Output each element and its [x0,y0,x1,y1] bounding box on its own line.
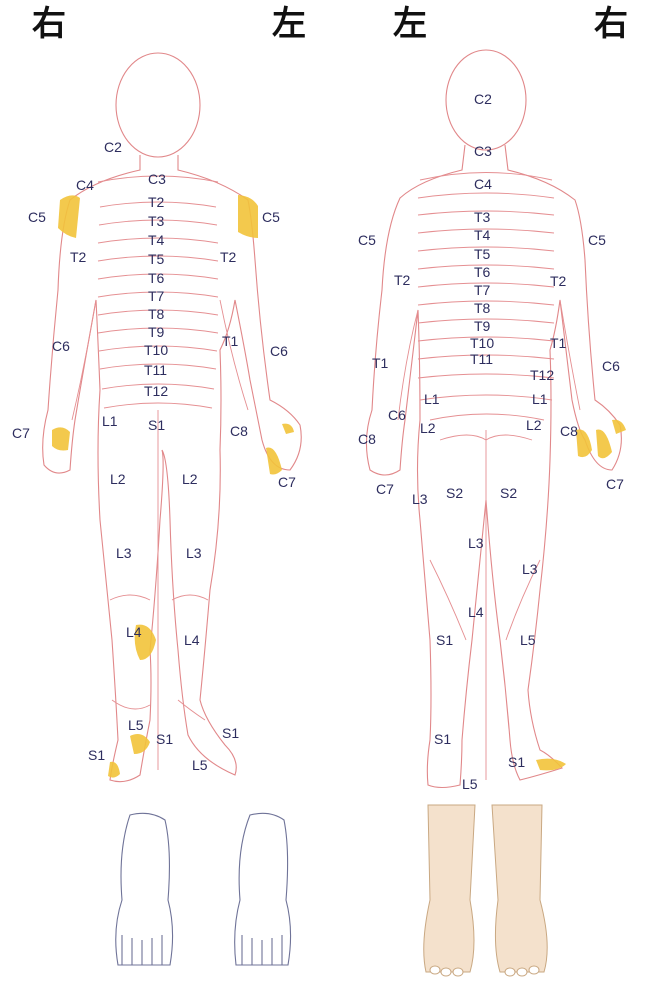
back-c8-left-highlight [596,429,612,458]
front-label-c3: C3 [148,171,166,187]
back-label-l5: L5 [462,776,478,792]
front-label-t11: T11 [144,362,167,378]
back-label-t6: T6 [474,264,491,280]
front-label-l4: L4 [126,624,142,640]
front-label-l4: L4 [184,632,200,648]
back-label-t1: T1 [550,335,567,351]
front-label-l3: L3 [116,545,132,561]
front-label-l1: L1 [102,413,118,429]
back-label-c6: C6 [602,358,620,374]
back-label-t9: T9 [474,318,491,334]
back-c7-left-highlight [576,429,592,457]
front-label-t2: T2 [220,249,237,265]
back-label-s2: S2 [446,485,463,501]
back-label-c7: C7 [606,476,624,492]
back-label-l3: L3 [522,561,538,577]
back-label-l1: L1 [532,391,548,407]
front-label-s1: S1 [222,725,239,741]
back-label-s1: S1 [436,632,453,648]
front-label-t9: T9 [148,324,165,340]
front-right-foot [116,813,173,965]
front-label-t1: T1 [222,333,239,349]
front-label-t5: T5 [148,251,165,267]
back-label-c8: C8 [560,423,578,439]
back-label-t7: T7 [474,282,491,298]
front-label-l2: L2 [110,471,126,487]
back-label-c4: C4 [474,176,492,192]
front-label-t12: T12 [144,383,168,399]
back-label-c6: C6 [388,407,406,423]
front-body [43,53,302,782]
back-label-s2: S2 [500,485,517,501]
front-label-l5: L5 [192,757,208,773]
front-c5-right-highlight [58,195,80,238]
back-label-c3: C3 [474,143,492,159]
front-label-t10: T10 [144,342,168,358]
front-left-foot [235,813,291,965]
front-label-t2: T2 [148,194,165,210]
front-label-c7: C7 [278,474,296,490]
back-label-t8: T8 [474,300,491,316]
front-label-c4: C4 [76,177,94,193]
back-label-c5: C5 [588,232,606,248]
front-label-c5: C5 [262,209,280,225]
front-label-c6: C6 [270,343,288,359]
front-c7-right-highlight [52,427,70,450]
front-label-s1: S1 [156,731,173,747]
back-label-c2: C2 [474,91,492,107]
back-legs-photo [424,805,547,976]
back-label-t2: T2 [550,273,567,289]
front-label-t4: T4 [148,232,165,248]
back-c7-left-tip-highlight [612,420,626,434]
back-label-t11: T11 [470,351,493,367]
front-label-c6: C6 [52,338,70,354]
back-label-t5: T5 [474,246,491,262]
back-label-c5: C5 [358,232,376,248]
back-label-l2: L2 [420,420,436,436]
back-label-t1: T1 [372,355,389,371]
front-label-l3: L3 [186,545,202,561]
back-label-l1: L1 [424,391,440,407]
front-label-c7: C7 [12,425,30,441]
front-c8-left-highlight [282,424,294,434]
back-label-t12: T12 [530,367,554,383]
front-c7-left-highlight [266,447,282,474]
back-label-l2: L2 [526,417,542,433]
back-label-t10: T10 [470,335,494,351]
front-label-t3: T3 [148,213,165,229]
back-label-c7: C7 [376,481,394,497]
back-body-outline [366,145,621,788]
front-label-c2: C2 [104,139,122,155]
front-s1-highlight [108,762,120,778]
back-label-l5: L5 [520,632,536,648]
front-label-s1: S1 [148,417,165,433]
back-label-t2: T2 [394,272,411,288]
front-label-t8: T8 [148,306,165,322]
front-label-l5: L5 [128,717,144,733]
front-label-s1: S1 [88,747,105,763]
front-label-c8: C8 [230,423,248,439]
back-label-s1: S1 [508,754,525,770]
front-label-l2: L2 [182,471,198,487]
front-c5-left-highlight [238,195,258,238]
back-label-c8: C8 [358,431,376,447]
back-label-l3: L3 [468,535,484,551]
back-label-l3: L3 [412,491,428,507]
front-label-t7: T7 [148,288,165,304]
back-label-t3: T3 [474,209,491,225]
front-label-c5: C5 [28,209,46,225]
front-head-outline [116,53,200,157]
front-label-t6: T6 [148,270,165,286]
back-label-t4: T4 [474,227,491,243]
back-label-s1: S1 [434,731,451,747]
front-label-t2: T2 [70,249,87,265]
back-label-l4: L4 [468,604,484,620]
